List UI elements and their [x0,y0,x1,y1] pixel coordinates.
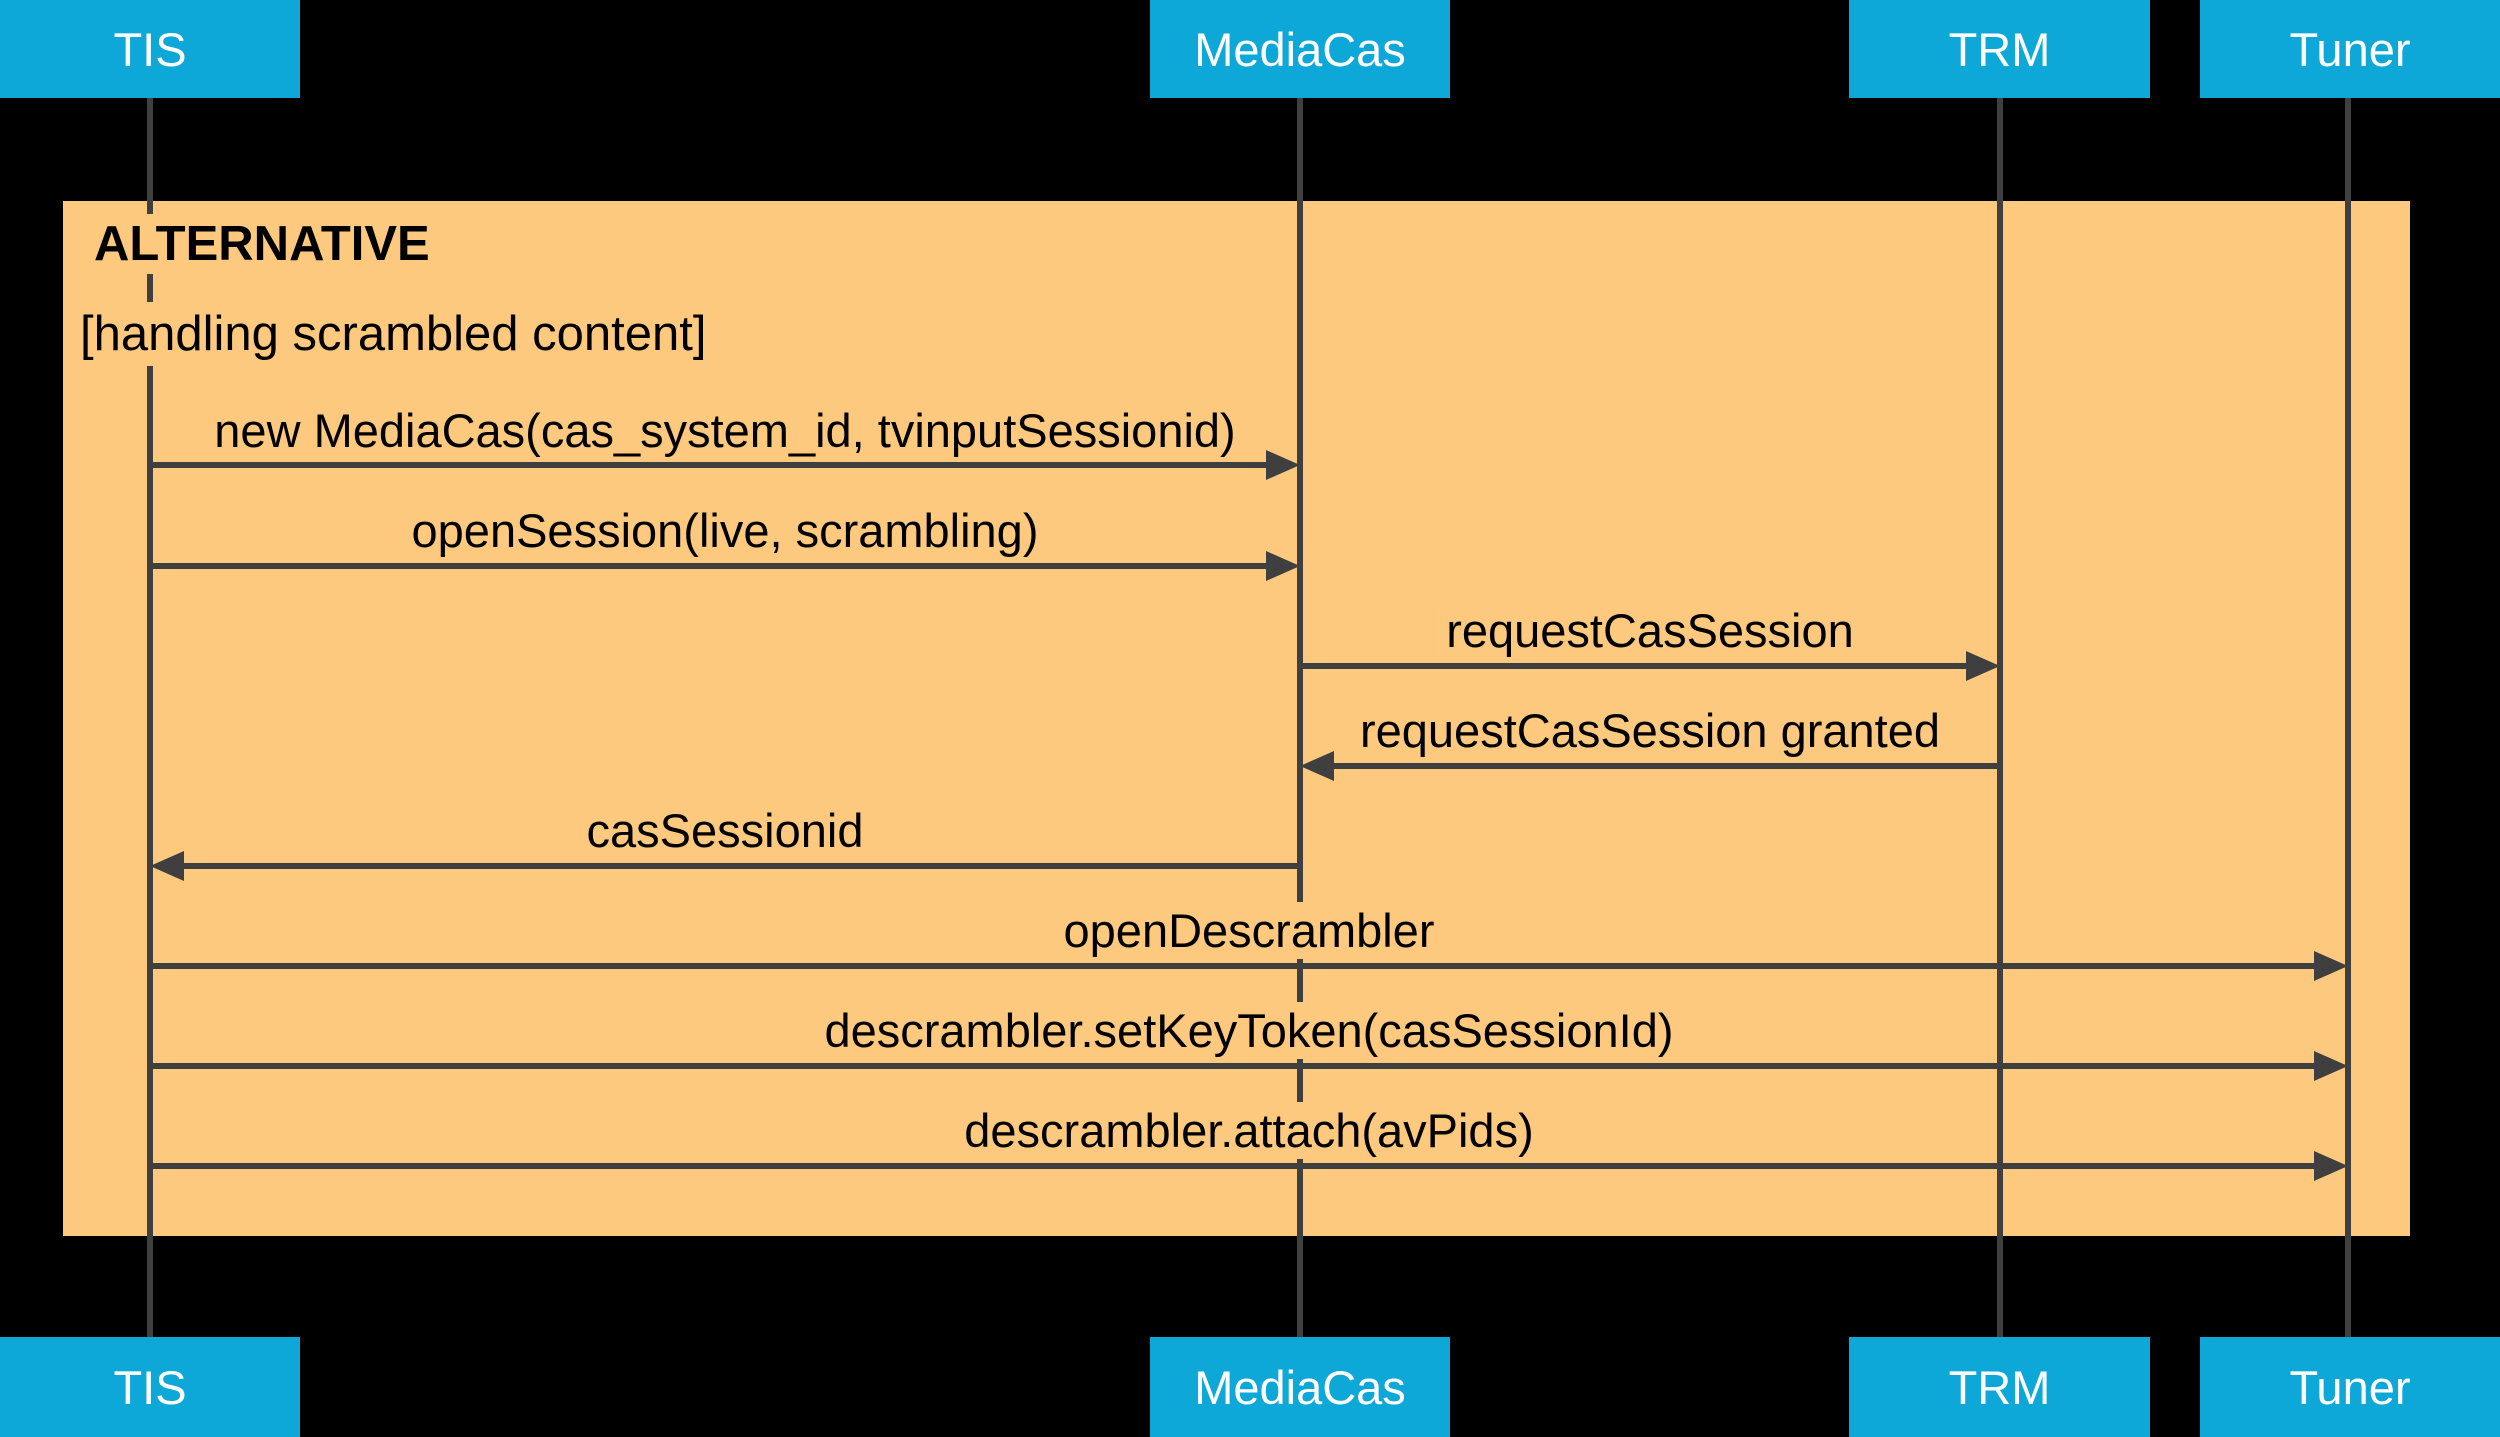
participant-box-tuner-bottom: Tuner [2200,1337,2500,1437]
message-label: descrambler.attach(avPids) [950,1102,1548,1159]
arrowhead-right-icon [2314,1051,2348,1081]
message-arrow [150,551,1300,581]
arrow-shaft [1300,663,1972,669]
participant-box-tuner-top: Tuner [2200,0,2500,98]
message-arrow [150,851,1300,881]
arrowhead-right-icon [1266,551,1300,581]
participant-box-trm-bottom: TRM [1849,1337,2150,1437]
lifeline-mediacas [1297,98,1303,1337]
message-arrow [150,1151,2348,1181]
lifeline-tuner [2345,98,2351,1337]
participant-box-tis-top: TIS [0,0,300,98]
message-label: requestCasSession [1432,602,1868,659]
message-label: openDescrambler [1049,902,1449,959]
fragment-guard-label: [handling scrambled content] [64,302,723,366]
message-arrow [150,450,1300,480]
arrow-shaft [150,963,2320,969]
arrow-shaft [178,863,1300,869]
lifeline-trm [1997,98,2003,1337]
message-label: requestCasSession granted [1345,702,1955,759]
arrow-shaft [1328,763,2000,769]
lifeline-tis [147,98,153,1337]
arrow-shaft [150,1063,2320,1069]
message-arrow [1300,751,2000,781]
participant-box-mediacas-bottom: MediaCas [1150,1337,1450,1437]
participant-box-tis-bottom: TIS [0,1337,300,1437]
message-arrow [150,1051,2348,1081]
arrowhead-left-icon [150,851,184,881]
arrowhead-left-icon [1300,751,1334,781]
fragment-operator-label: ALTERNATIVE [78,214,446,274]
arrow-shaft [150,563,1272,569]
message-label: new MediaCas(cas_system_id, tvinputSessi… [200,402,1250,459]
arrowhead-right-icon [2314,951,2348,981]
message-label: casSessionid [572,802,878,859]
message-label: descrambler.setKeyToken(casSessionId) [810,1002,1688,1059]
participant-box-trm-top: TRM [1849,0,2150,98]
arrow-shaft [150,462,1272,468]
arrowhead-right-icon [1966,651,2000,681]
participant-box-mediacas-top: MediaCas [1150,0,1450,98]
message-label: openSession(live, scrambling) [397,502,1053,559]
arrowhead-right-icon [1266,450,1300,480]
message-arrow [150,951,2348,981]
arrow-shaft [150,1163,2320,1169]
arrowhead-right-icon [2314,1151,2348,1181]
message-arrow [1300,651,2000,681]
